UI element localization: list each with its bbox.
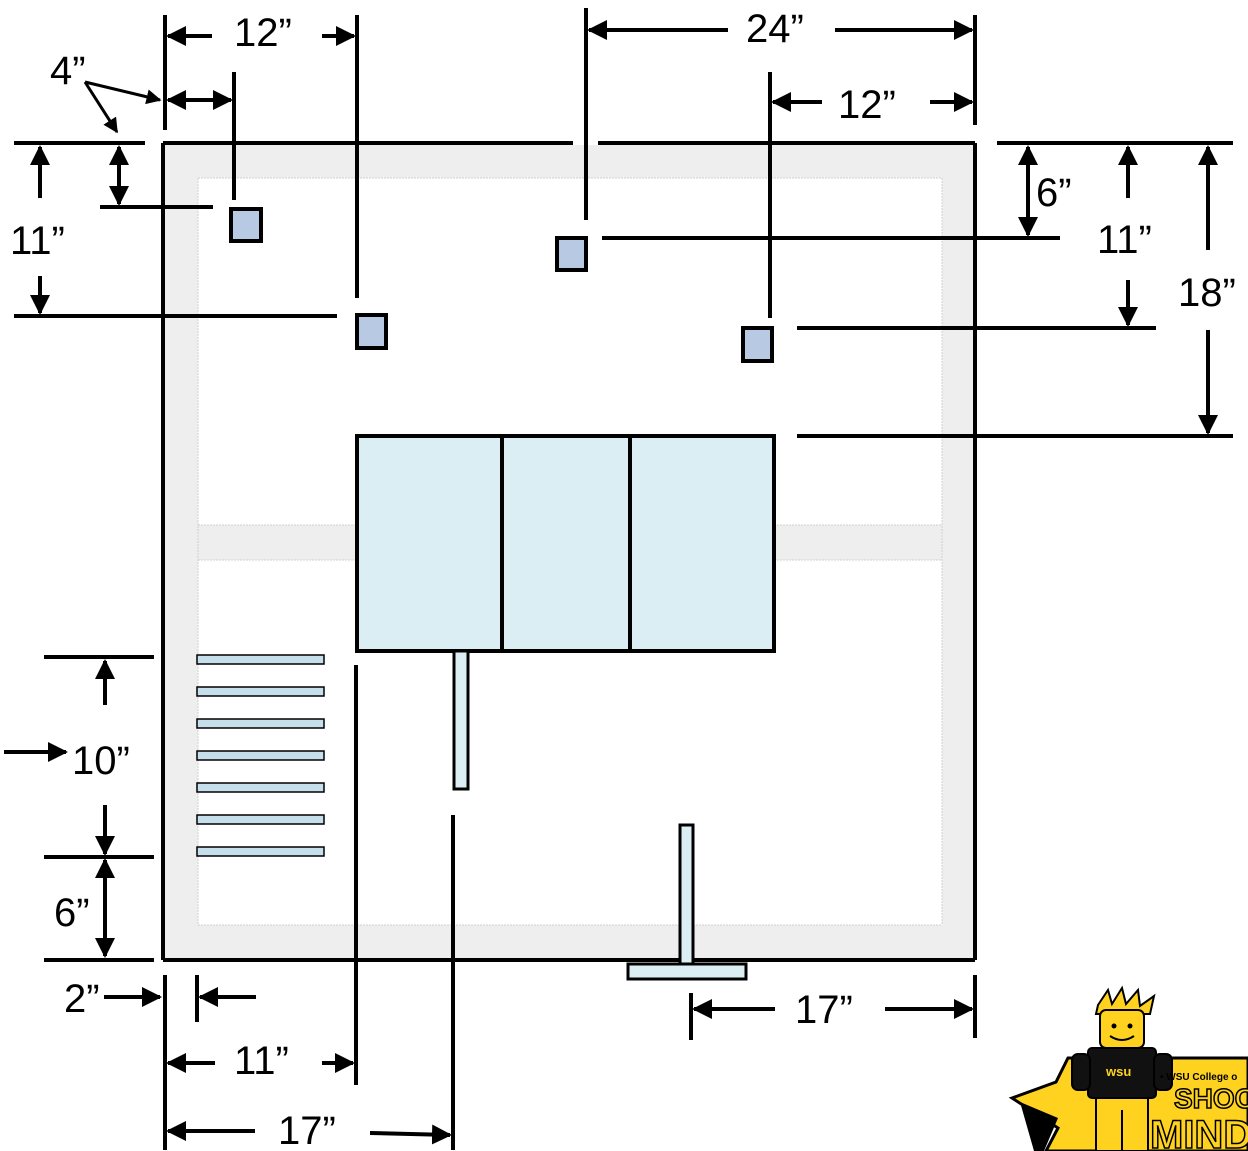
rung <box>196 718 325 729</box>
rung <box>196 782 325 793</box>
mat-border-bottom <box>163 925 975 960</box>
dim-label-bottom-17-left: 17” <box>278 1109 336 1151</box>
dim-label-top-12-left: 12” <box>234 11 292 55</box>
dim-label-right-11: 11” <box>1097 218 1152 262</box>
ladder-rungs <box>196 654 325 857</box>
rung <box>196 814 325 825</box>
logo-line1: • WSU College o <box>1160 1072 1237 1083</box>
t-post <box>626 823 748 981</box>
dim-label-bottom-2: 2” <box>64 977 100 1021</box>
logo-shirt-text: wsu <box>1105 1064 1131 1079</box>
marker-square <box>555 236 588 272</box>
dim-label-top-4: 4” <box>50 49 86 93</box>
center-block-left <box>355 434 504 653</box>
marker-square <box>229 207 263 243</box>
dimension-lines <box>4 8 1233 1150</box>
dim-label-top-12-right: 12” <box>838 83 896 127</box>
dimension-labels: 12” 4” 24” 12” 11” 6” 11” 18” 10” 6” 2” … <box>10 7 1236 1151</box>
rung <box>196 846 325 857</box>
center-block-middle <box>500 434 632 653</box>
dim-label-left-6: 6” <box>54 891 90 935</box>
dim-label-right-6: 6” <box>1036 171 1072 215</box>
center-post <box>452 649 470 791</box>
dim-label-right-18: 18” <box>1178 271 1236 315</box>
center-block-right <box>628 434 776 653</box>
dim-label-top-24: 24” <box>746 7 804 51</box>
dim-label-left-10: 10” <box>72 739 130 783</box>
square-markers <box>229 207 774 363</box>
minifig-head <box>1099 1009 1145 1049</box>
shocker-mindstorms-logo: wsu • WSU College o SHOC MINDST <box>1008 985 1248 1151</box>
mat-border-left <box>163 145 198 960</box>
mat-border-right <box>942 145 975 960</box>
marker-square <box>355 313 388 350</box>
logo-line3: MINDST <box>1150 1113 1248 1151</box>
mat-border-top <box>163 145 975 178</box>
marker-square <box>741 326 774 363</box>
dim-label-bottom-17-right: 17” <box>795 988 853 1032</box>
dim-label-bottom-11: 11” <box>234 1039 289 1083</box>
dim-label-left-11: 11” <box>10 219 65 263</box>
rung <box>196 750 325 761</box>
center-blocks <box>355 434 776 791</box>
rung <box>196 686 325 697</box>
logo-line2: SHOC <box>1174 1083 1248 1114</box>
rung <box>196 654 325 665</box>
